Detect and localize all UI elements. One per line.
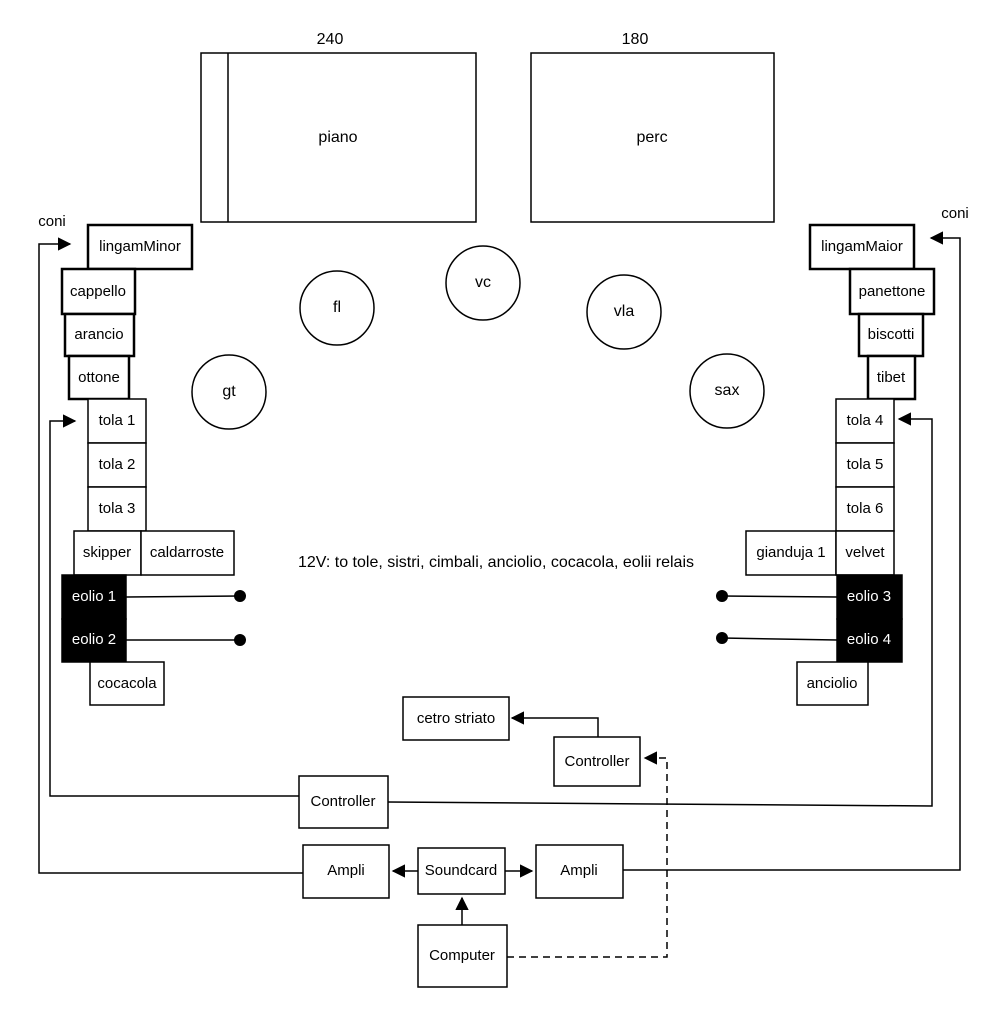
soundcard-box: Soundcard [417, 847, 506, 895]
lingamminor-label: lingamMinor [99, 238, 181, 255]
perc-block: perc 180 [530, 31, 775, 223]
controller-small-box: Controller [553, 736, 641, 787]
performer-gt-label: gt [222, 383, 236, 400]
velvet-label: velvet [845, 544, 885, 561]
right-instrument-column: lingamMaior panettone biscotti tibet tol… [745, 223, 936, 706]
cocacola-label: cocacola [97, 675, 157, 692]
eolio4-label: eolio 4 [847, 631, 891, 648]
eolio1-label: eolio 1 [72, 588, 116, 605]
eolio1-connector-dot [234, 590, 246, 602]
tola6-label: tola 6 [847, 500, 884, 517]
performer-vc-label: vc [475, 274, 491, 291]
controller-to-cetro-line [510, 711, 599, 737]
left-instrument-column: lingamMinor cappello arancio ottone tola… [60, 223, 235, 706]
piano-label: piano [318, 129, 357, 146]
biscotti-label: biscotti [868, 326, 915, 343]
cappello-label: cappello [70, 283, 126, 300]
perc-label: perc [636, 129, 667, 146]
ampli-right-to-coni-line [623, 231, 961, 871]
lingammaior-label: lingamMaior [821, 238, 903, 255]
controller-to-tola4-line [387, 412, 933, 807]
panettone-label: panettone [859, 283, 926, 300]
eolio2-connector-dot [234, 634, 246, 646]
eolio3-connector-dot [716, 590, 728, 602]
ampli-left-box: Ampli [302, 844, 390, 899]
anciolio-label: anciolio [807, 675, 858, 692]
controller-to-tola1-line [49, 414, 299, 797]
voltage-note: 12V: to tole, sistri, cimbali, anciolio,… [298, 554, 694, 571]
computer-box: Computer [417, 924, 508, 988]
performer-sax: sax [689, 353, 765, 429]
skipper-label: skipper [83, 544, 131, 561]
performer-vc: vc [445, 245, 521, 321]
tola5-label: tola 5 [847, 456, 884, 473]
soundcard-label: Soundcard [425, 862, 498, 879]
tola1-label: tola 1 [99, 412, 136, 429]
piano-block: piano 240 [200, 31, 477, 223]
performer-fl-label: fl [333, 299, 341, 316]
performer-sax-label: sax [715, 382, 740, 399]
arancio-label: arancio [74, 326, 123, 343]
ottone-label: ottone [78, 369, 120, 386]
coni-left-label: coni [38, 213, 66, 230]
coni-right-label: coni [941, 205, 969, 222]
perc-size-label: 180 [622, 31, 649, 48]
cetro-striato-box: cetro striato [402, 696, 510, 741]
controller-small-label: Controller [564, 753, 629, 770]
controller-main-box: Controller [298, 775, 389, 829]
tola4-label: tola 4 [847, 412, 884, 429]
performer-vla-label: vla [614, 303, 635, 320]
tola3-label: tola 3 [99, 500, 136, 517]
caldarroste-label: caldarroste [150, 544, 224, 561]
cetro-label: cetro striato [417, 710, 495, 727]
controller-main-label: Controller [310, 793, 375, 810]
tola2-label: tola 2 [99, 456, 136, 473]
ampli-right-label: Ampli [560, 862, 598, 879]
performer-vla: vla [586, 274, 662, 350]
performer-gt: gt [191, 354, 267, 430]
tibet-label: tibet [877, 369, 906, 386]
eolio2-label: eolio 2 [72, 631, 116, 648]
ampli-right-box: Ampli [535, 844, 624, 899]
piano-size-label: 240 [317, 31, 344, 48]
ampli-left-to-coni-line [38, 237, 303, 874]
eolio4-connector-dot [716, 632, 728, 644]
ampli-left-label: Ampli [327, 862, 365, 879]
gianduja1-label: gianduja 1 [756, 544, 825, 561]
eolio3-label: eolio 3 [847, 588, 891, 605]
performer-fl: fl [299, 270, 375, 346]
computer-label: Computer [429, 947, 495, 964]
